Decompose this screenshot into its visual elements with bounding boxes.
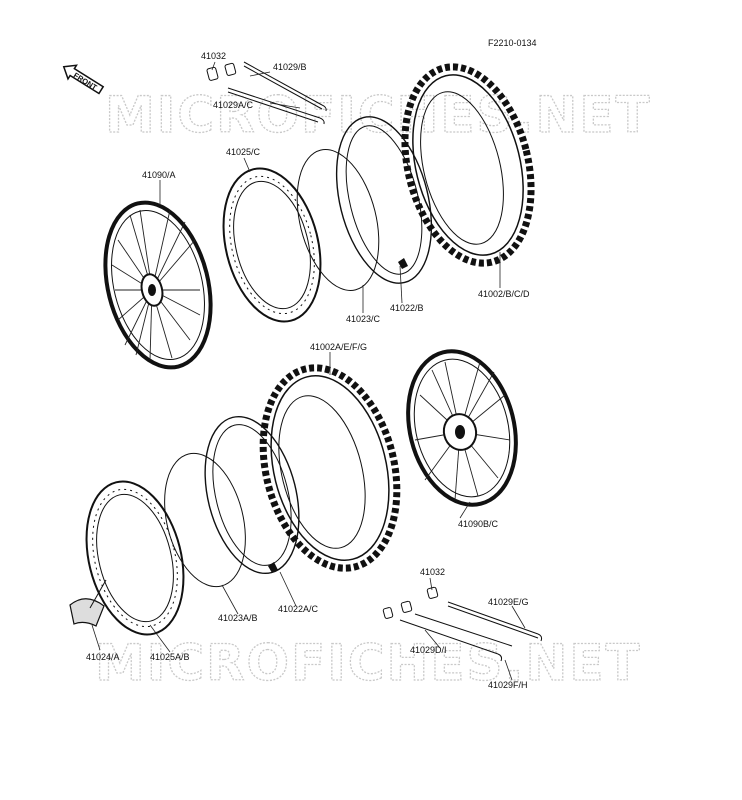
- label-41090bc: 41090B/C: [458, 519, 499, 529]
- label-41023c: 41023/C: [346, 314, 381, 324]
- rear-wheel-assembly: [406, 349, 518, 507]
- figure-code: F2210-0134: [488, 38, 537, 48]
- label-41032-top: 41032: [201, 51, 226, 61]
- tire-top: [401, 63, 535, 267]
- label-41025c: 41025/C: [226, 147, 261, 157]
- spoke-set-bottom: [382, 586, 543, 662]
- label-41029fh: 41029F/H: [488, 680, 528, 690]
- leader-lines: [91, 61, 526, 681]
- label-41002bcd: 41002/B/C/D: [478, 289, 530, 299]
- front-wheel-assembly: [103, 200, 213, 370]
- front-label: FRONT: [72, 71, 99, 93]
- label-41029eg: 41029E/G: [488, 597, 529, 607]
- label-41032-bottom: 41032: [420, 567, 445, 577]
- watermark-bottom: MICROFICHES.NET: [95, 634, 642, 692]
- label-41090a: 41090/A: [142, 170, 176, 180]
- rim-band-top: [296, 149, 380, 291]
- label-41029ac: 41029A/C: [213, 100, 254, 110]
- tire-bottom: [259, 364, 401, 572]
- rim-lock: [69, 579, 107, 627]
- tube-bottom: [204, 415, 300, 575]
- label-41023ab: 41023A/B: [218, 613, 258, 623]
- rim-band-bottom: [164, 452, 246, 588]
- label-41029di: 41029D/I: [410, 645, 447, 655]
- label-41022b: 41022/B: [390, 303, 424, 313]
- rim-top: [222, 167, 322, 323]
- label-41024a: 41024/A: [86, 652, 120, 662]
- watermark-top: MICROFICHES.NET: [105, 86, 652, 144]
- label-41002aefg: 41002A/E/F/G: [310, 342, 367, 352]
- spoke-set-top: [206, 61, 327, 125]
- label-41022ac: 41022A/C: [278, 604, 319, 614]
- front-arrow-icon: FRONT: [62, 64, 105, 95]
- label-41025ab: 41025A/B: [150, 652, 190, 662]
- label-41029b: 41029/B: [273, 62, 307, 72]
- rim-bottom: [85, 480, 185, 636]
